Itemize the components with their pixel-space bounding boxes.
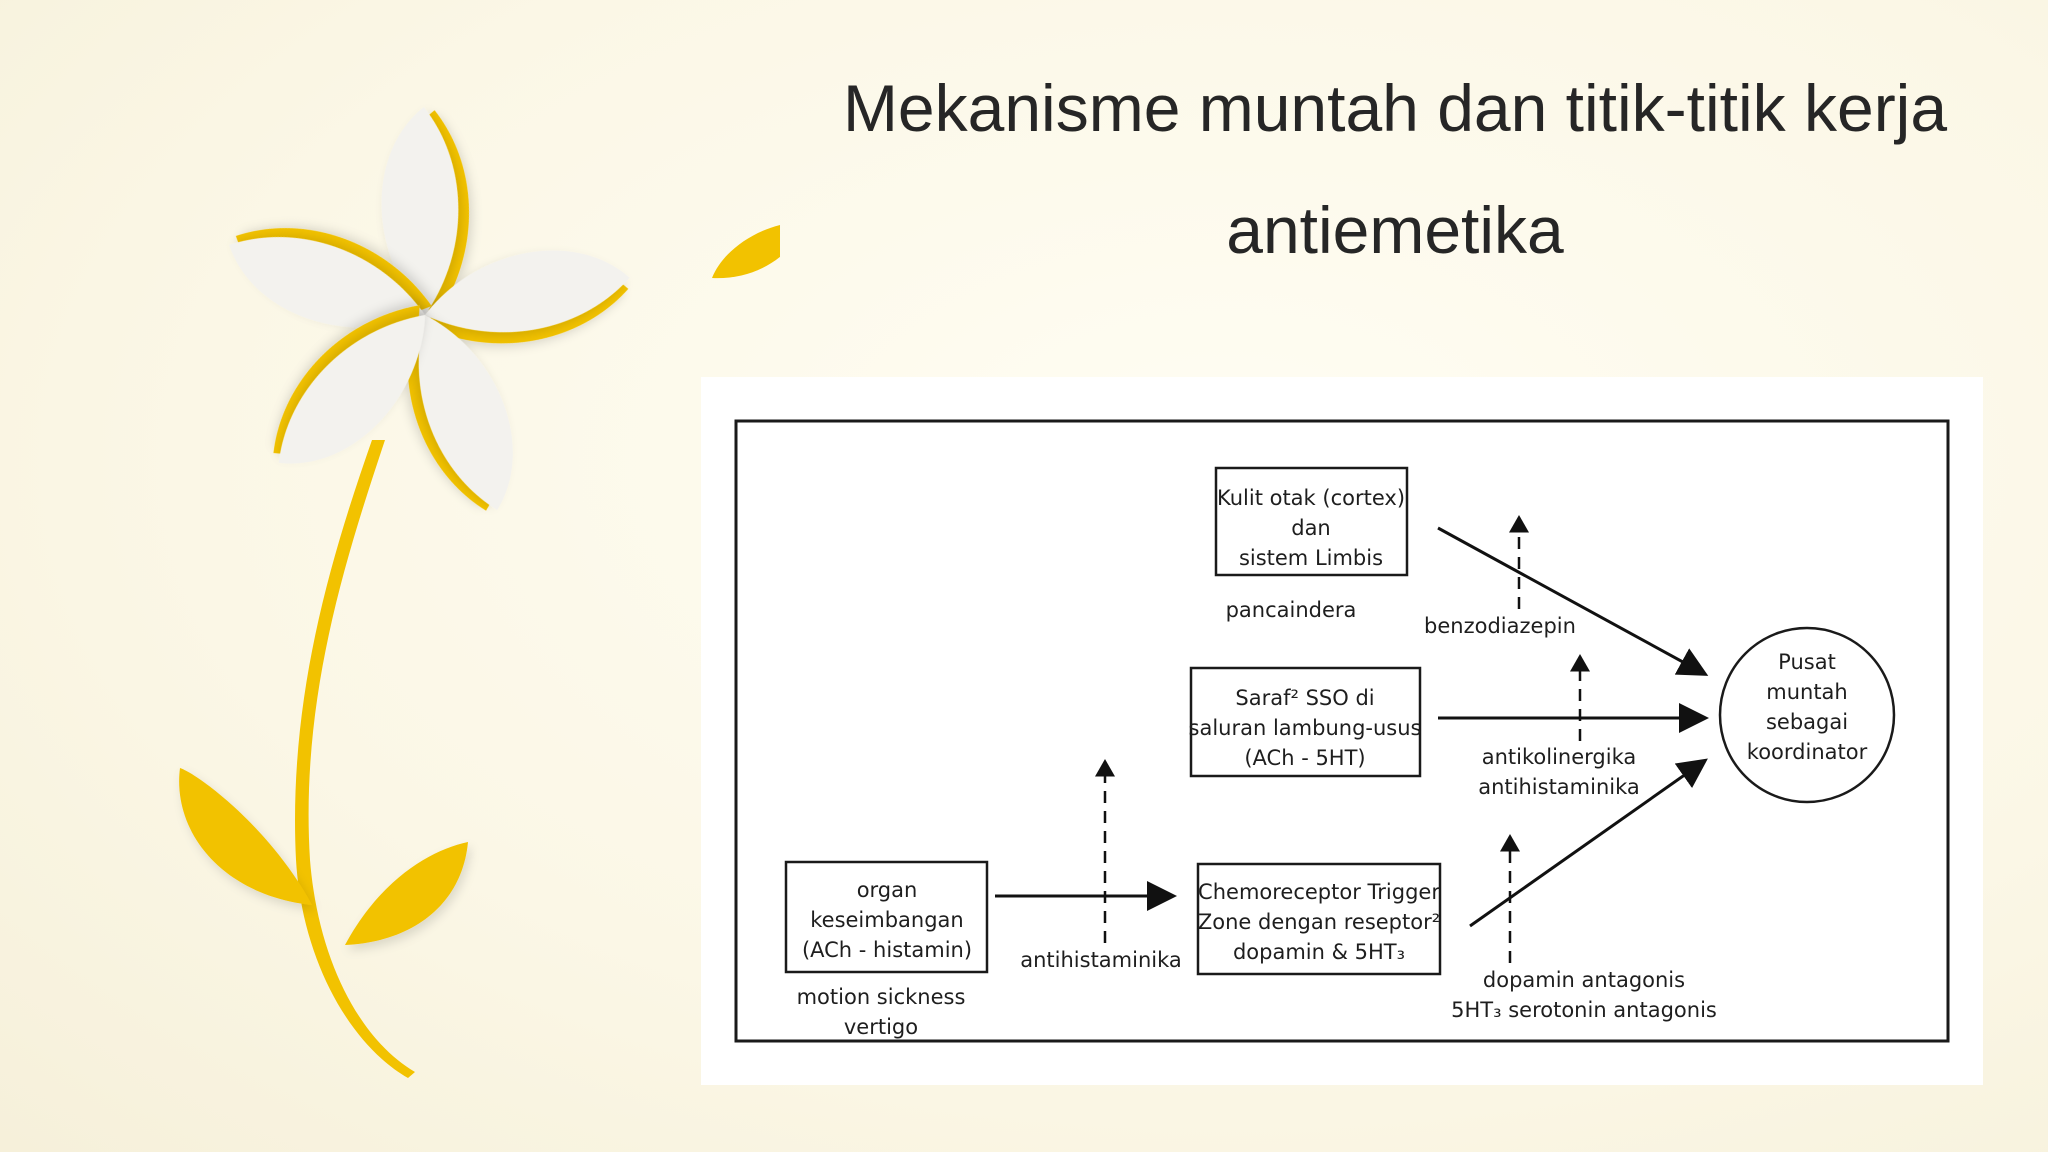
diagram-panel: Kulit otak (cortex) dan sistem Limbis pa… (701, 377, 1983, 1085)
organ-box-line2: keseimbangan (810, 908, 964, 932)
leaf-decoration (345, 842, 468, 945)
sso-box-line1: Saraf² SSO di (1235, 686, 1374, 710)
drug-label-antikolinergika: antikolinergika (1482, 745, 1637, 769)
center-line1: Pusat (1778, 650, 1836, 674)
slide-title-line1: Mekanisme muntah dan titik-titik kerja (842, 71, 1948, 145)
organ-box (784, 860, 989, 974)
organ-note-line2: vertigo (844, 1015, 918, 1039)
sso-box-line2: saluran lambung-usus (1189, 716, 1422, 740)
ctz-box-line3: dopamin & 5HT₃ (1233, 940, 1405, 964)
ctz-box (1196, 862, 1442, 976)
slide-title-line2: antiemetika (1226, 193, 1564, 267)
cortex-box-line3: sistem Limbis (1239, 546, 1383, 570)
sso-box-line3: (ACh - 5HT) (1244, 746, 1365, 770)
petal-decoration (712, 225, 780, 279)
center-line2: muntah (1766, 680, 1848, 704)
ctz-box-line2: Zone dengan reseptor² (1198, 910, 1440, 934)
organ-box-line1: organ (857, 878, 918, 902)
center-line3: sebagai (1766, 710, 1848, 734)
ctz-box-line1: Chemoreceptor Trigger (1198, 880, 1440, 904)
center-line4: koordinator (1747, 740, 1868, 764)
arrow-cortex-to-center (1437, 526, 1709, 676)
organ-box-line3: (ACh - histamin) (802, 938, 972, 962)
cortex-box (1214, 466, 1409, 577)
vomiting-mechanism-diagram: Kulit otak (cortex) dan sistem Limbis pa… (734, 419, 1950, 1043)
vomiting-center (1718, 626, 1896, 804)
drug-label-dopamin-antagonis: dopamin antagonis (1483, 968, 1685, 992)
sso-box (1189, 666, 1422, 778)
drug-label-benzodiazepin: benzodiazepin (1424, 614, 1576, 638)
diagram-frame (734, 419, 1950, 1043)
drug-label-antihistaminika: antihistaminika (1020, 948, 1182, 972)
cortex-box-line2: dan (1291, 516, 1331, 540)
drug-label-antihistaminika-2: antihistaminika (1478, 775, 1640, 799)
organ-note-line1: motion sickness (797, 985, 966, 1009)
leaf-decoration (179, 768, 312, 905)
drug-label-serotonin-antagonis: 5HT₃ serotonin antagonis (1451, 998, 1717, 1022)
flower-decoration (179, 107, 780, 1078)
cortex-box-line1: Kulit otak (cortex) (1217, 486, 1405, 510)
cortex-note: pancaindera (1226, 598, 1357, 622)
stem (295, 440, 415, 1078)
